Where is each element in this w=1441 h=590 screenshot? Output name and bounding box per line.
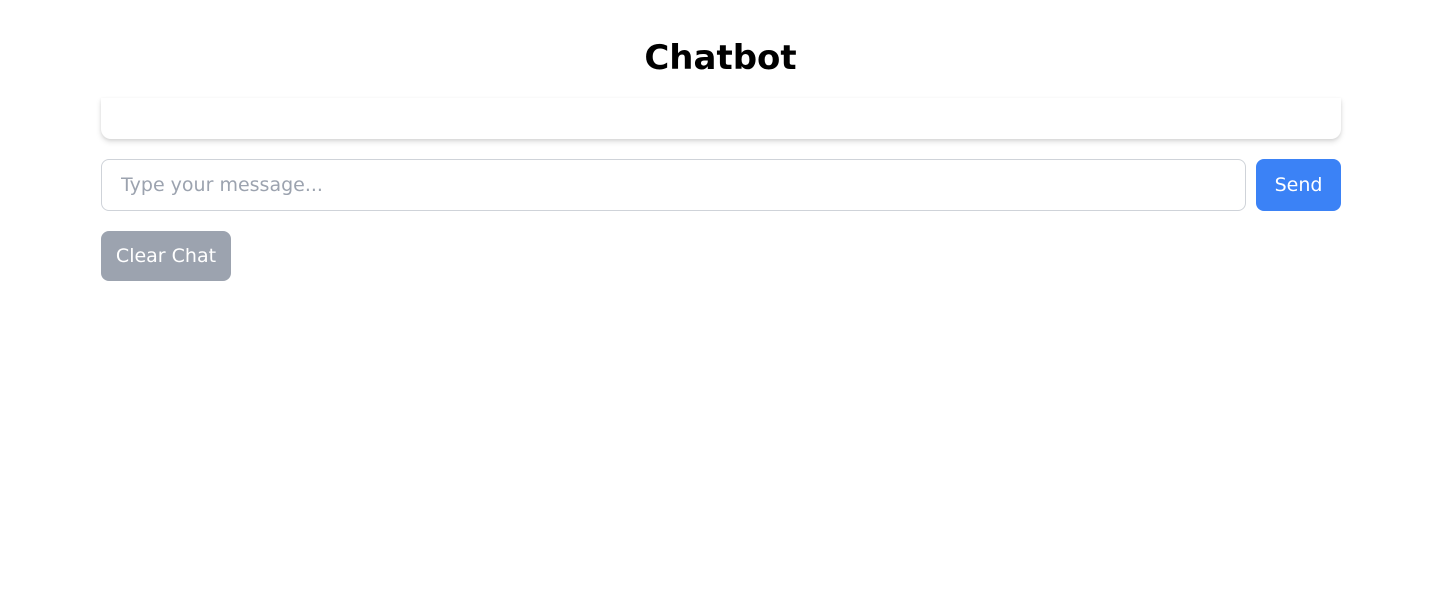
message-composer: Send [101, 159, 1341, 211]
chat-messages-panel[interactable] [101, 98, 1341, 139]
message-input[interactable] [101, 159, 1246, 211]
clear-chat-button[interactable]: Clear Chat [101, 231, 231, 281]
send-button[interactable]: Send [1256, 159, 1341, 211]
page-title: Chatbot [644, 38, 797, 78]
